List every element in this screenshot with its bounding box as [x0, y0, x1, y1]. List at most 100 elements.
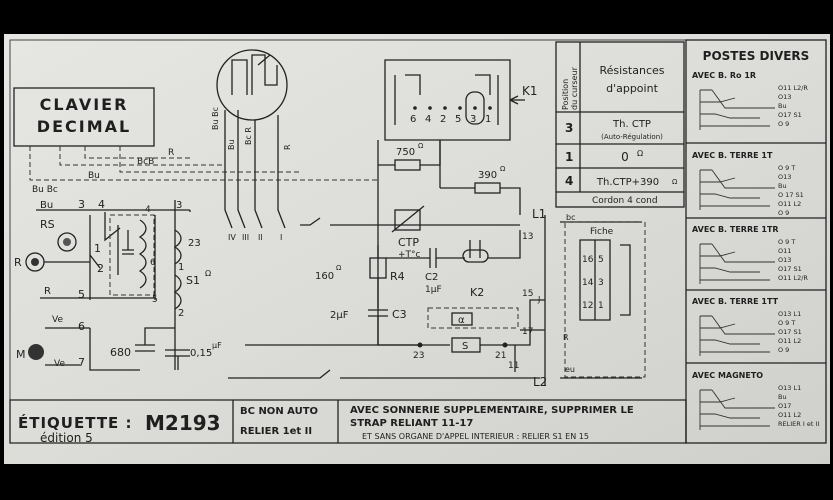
terminal-6: 6 — [78, 320, 85, 333]
postes-terminal-label: O17 S1 — [778, 328, 802, 336]
postes-terminal-label: O11 L2/R — [778, 274, 808, 282]
alpha-label: α — [458, 315, 465, 326]
label-bu-bc: Bu Bc — [32, 185, 58, 195]
postes-terminal-label: Bu — [778, 182, 787, 190]
terminal-2: 2 — [97, 262, 104, 275]
label-bu: Bu — [40, 200, 53, 211]
central-circuit — [228, 140, 545, 379]
postes-section-schematic — [699, 89, 775, 130]
node-21: 21 — [495, 351, 506, 361]
table-col1-line1: Position — [561, 79, 570, 110]
cordon-label: Cordon 4 cond — [592, 196, 658, 206]
ctp-label: CTP — [398, 236, 419, 249]
bc-line1: BC NON AUTO — [240, 406, 318, 417]
postes-section-title: AVEC MAGNETO — [692, 371, 763, 380]
postes-section-title: AVEC B. Ro 1R — [692, 71, 756, 80]
k1-pin-4: 4 — [425, 114, 431, 125]
contact-ii: II — [258, 233, 263, 242]
fiche-pin-14: 14 — [582, 278, 594, 288]
node-bc: bc — [566, 213, 575, 222]
bc-line2: RELIER 1et II — [240, 426, 312, 437]
fiche-plug — [544, 215, 646, 385]
component-labels: 750 Ω 390 Ω CTP +T°c 160 Ω R4 C2 1µF K2 … — [315, 142, 506, 352]
contact-iii: III — [242, 233, 249, 242]
fiche-pins: 16 14 12 5 3 1 — [582, 255, 604, 311]
postes-section-schematic — [699, 243, 775, 284]
terminal-3: 3 — [78, 198, 85, 211]
postes-terminal-label: O 9 T — [778, 238, 795, 246]
postes-terminal-label: O 9 T — [778, 319, 795, 327]
dial-label-r: R — [283, 144, 292, 150]
node-j: J — [537, 295, 540, 304]
r390-ohm: Ω — [500, 165, 506, 173]
fiche-pin-16: 16 — [582, 255, 594, 265]
node-13: 13 — [522, 232, 533, 242]
resistance-table — [555, 41, 685, 208]
postes-terminal-label: O17 — [778, 402, 791, 410]
clavier-dashed-lines — [29, 146, 380, 181]
k1-pin-3: 3 — [470, 114, 476, 125]
coil-t3: 3 — [176, 200, 182, 211]
label-ve-bottom: Ve — [54, 359, 65, 369]
fiche-pin-3: 3 — [598, 278, 604, 288]
postes-terminal-label: Bu — [778, 102, 787, 110]
node-17: 17 — [522, 327, 533, 337]
terminal-5: 5 — [78, 288, 85, 301]
c2-value: 1µF — [425, 285, 442, 295]
table-row3-sub: Ω — [672, 178, 678, 186]
k1-relay — [384, 59, 525, 141]
postes-terminal-label: O17 S1 — [778, 265, 802, 273]
fiche-pin-12: 12 — [582, 301, 593, 311]
terminal-4: 4 — [98, 198, 105, 211]
postes-divers-panel — [685, 39, 827, 444]
cap-015-unit: µF — [212, 341, 222, 350]
k1-pin-2: 2 — [440, 114, 446, 125]
coil-23: 23 — [188, 238, 201, 249]
terminal-1: 1 — [94, 242, 101, 255]
postes-section-title: AVEC B. TERRE 1TT — [692, 297, 779, 306]
postes-terminal-label: O11 — [778, 247, 791, 255]
table-row2-val: 0 — [621, 150, 629, 164]
table-row3-val: Th.CTP+390 — [596, 177, 659, 188]
k1-pin-6: 6 — [410, 114, 416, 125]
node-labels: L1 13 15 17 23 21 11 L2 bc J R eu — [413, 207, 575, 389]
r4-label: R4 — [390, 270, 405, 283]
footer-frame — [9, 399, 687, 444]
table-col2-line1: Résistances — [599, 64, 664, 77]
r160-ohm: Ω — [336, 264, 342, 272]
postes-terminal-label: O 17 S1 — [778, 191, 804, 199]
k1-label: K1 — [522, 84, 538, 98]
node-11: 11 — [508, 361, 519, 371]
etiquette-code: M2193 — [145, 411, 221, 435]
node-l2: L2 — [533, 375, 547, 389]
node-15: 15 — [522, 289, 533, 299]
edition: édition 5 — [40, 431, 93, 445]
etiquette-label: ÉTIQUETTE : — [18, 413, 133, 432]
dial-label-bubc: Bu Bc — [211, 107, 220, 130]
c3-value: 2µF — [330, 310, 349, 321]
contact-i: I — [280, 233, 282, 242]
dial-label-bu: Bu — [227, 139, 236, 150]
fiche-pin-1: 1 — [598, 301, 604, 311]
r390-label: 390 — [478, 170, 497, 181]
table-col2-line2: d'appoint — [606, 82, 658, 95]
postes-section-title: AVEC B. TERRE 1TR — [692, 225, 779, 234]
postes-terminal-label: O13 — [778, 256, 791, 264]
label-r-line: R — [168, 148, 174, 158]
table-col1-line2: du curseur — [570, 66, 579, 110]
s-label: S — [462, 341, 468, 352]
postes-terminal-label: O 9 T — [778, 164, 795, 172]
r750-label: 750 — [396, 147, 415, 158]
note-line2: STRAP RELIANT 11-17 — [350, 418, 473, 429]
postes-terminal-label: O11 L2 — [778, 337, 801, 345]
postes-terminal-label: O13 L1 — [778, 310, 801, 318]
node-l1: L1 — [532, 207, 546, 221]
coil-labels: 23 S1 Ω 3 1 2 4 6 5 — [145, 200, 211, 319]
postes-terminal-label: O13 L1 — [778, 384, 801, 392]
postes-section-schematic — [699, 169, 775, 210]
terminal-numbers: 3 4 1 2 5 6 7 — [78, 198, 105, 369]
label-r-small: R — [44, 286, 51, 297]
postes-terminal-label: O 9 — [778, 120, 789, 128]
coil-t2: 2 — [178, 308, 184, 319]
fiche-title: Fiche — [590, 227, 614, 237]
